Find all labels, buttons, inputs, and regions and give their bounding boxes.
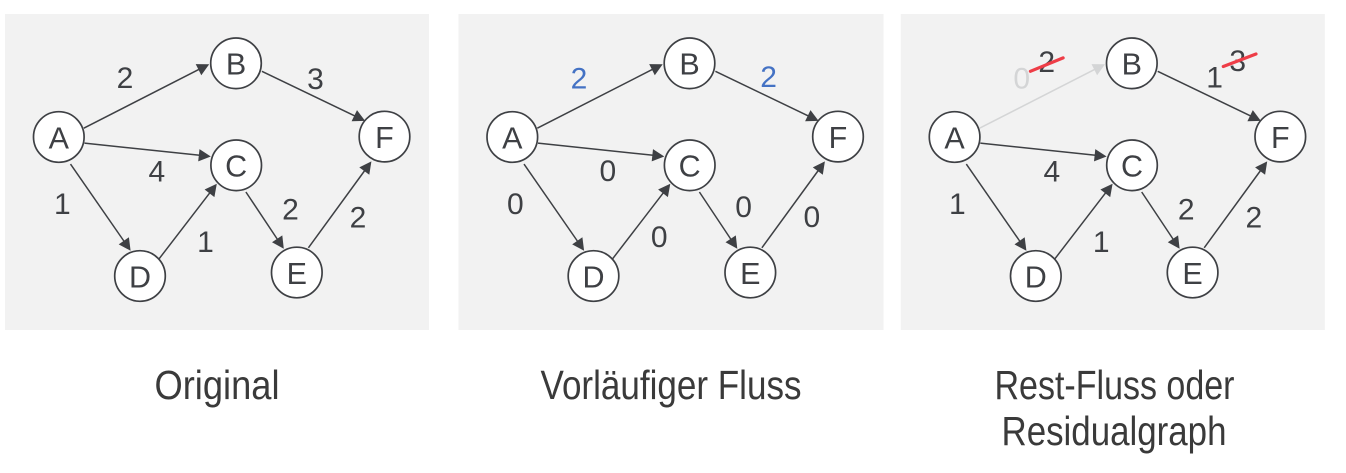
svg-text:0: 0 (735, 191, 752, 224)
svg-text:2: 2 (1245, 202, 1262, 235)
svg-text:F: F (375, 121, 394, 155)
svg-text:4: 4 (149, 156, 166, 189)
svg-text:4: 4 (1044, 156, 1061, 189)
svg-text:1: 1 (1206, 62, 1223, 95)
svg-text:A: A (49, 121, 70, 155)
svg-text:A: A (944, 121, 965, 155)
svg-text:E: E (740, 257, 760, 291)
svg-text:F: F (829, 121, 848, 155)
svg-text:3: 3 (307, 63, 324, 96)
svg-text:2: 2 (1178, 194, 1195, 227)
svg-text:F: F (1271, 121, 1290, 155)
svg-text:Residualgraph: Residualgraph (1002, 408, 1227, 454)
svg-text:0: 0 (803, 201, 820, 234)
svg-text:Vorläufiger Fluss: Vorläufiger Fluss (541, 362, 802, 408)
svg-text:2: 2 (1038, 46, 1055, 79)
svg-text:Rest-Fluss oder: Rest-Fluss oder (995, 362, 1235, 408)
svg-text:2: 2 (571, 62, 588, 95)
svg-text:1: 1 (54, 188, 71, 221)
svg-text:2: 2 (117, 62, 134, 95)
svg-text:B: B (226, 48, 246, 82)
svg-text:A: A (502, 121, 523, 155)
svg-text:D: D (1025, 260, 1047, 294)
svg-text:2: 2 (760, 61, 777, 94)
svg-text:0: 0 (1013, 63, 1030, 96)
svg-text:C: C (1121, 150, 1143, 184)
svg-text:C: C (225, 150, 247, 184)
svg-text:D: D (582, 260, 604, 294)
svg-text:2: 2 (350, 202, 367, 235)
svg-text:C: C (679, 150, 701, 184)
svg-text:0: 0 (600, 155, 617, 188)
svg-text:1: 1 (949, 188, 966, 221)
svg-text:D: D (129, 260, 151, 294)
svg-text:1: 1 (1093, 226, 1110, 259)
svg-text:1: 1 (197, 226, 214, 259)
svg-text:0: 0 (651, 221, 668, 254)
svg-text:E: E (287, 257, 307, 291)
svg-text:B: B (1122, 48, 1142, 82)
svg-text:2: 2 (282, 194, 299, 227)
svg-text:E: E (1182, 257, 1202, 291)
svg-text:Original: Original (155, 362, 280, 408)
svg-text:0: 0 (507, 188, 524, 221)
svg-text:B: B (679, 48, 699, 82)
